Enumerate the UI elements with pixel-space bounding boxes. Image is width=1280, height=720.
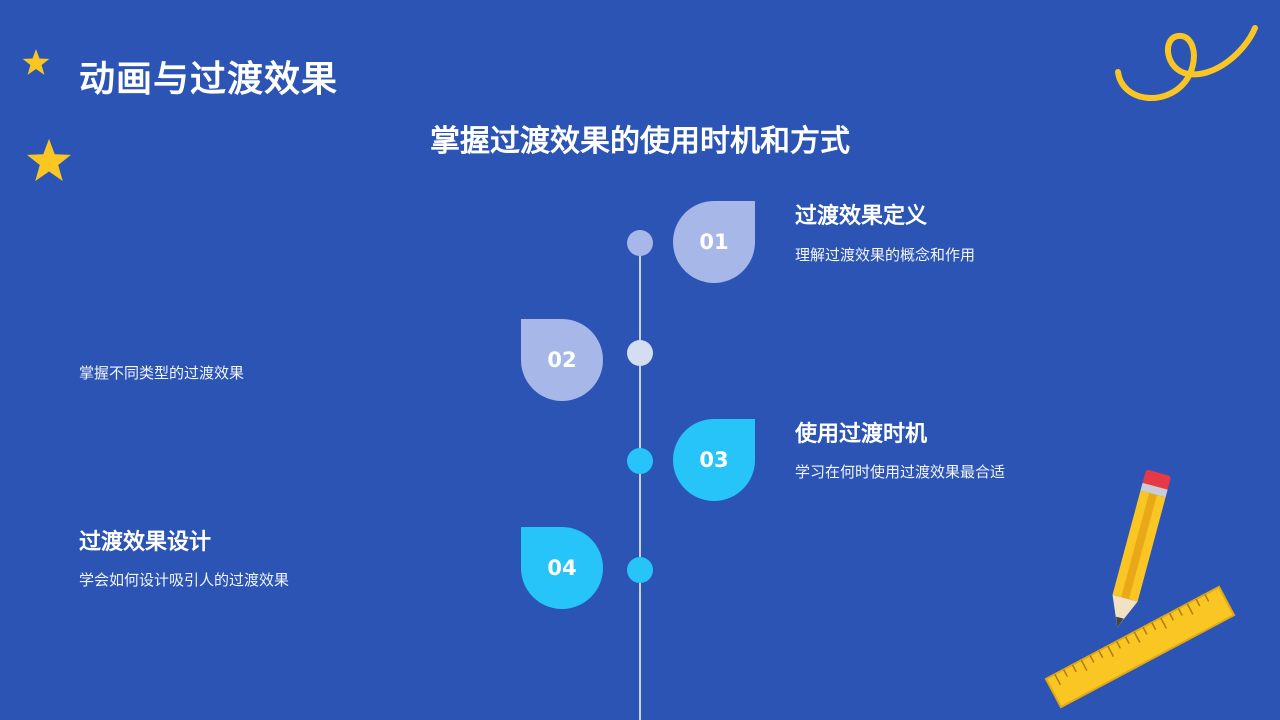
squiggle-icon <box>1115 25 1258 101</box>
timeline-badge: 01 <box>673 201 755 283</box>
timeline-item-description: 掌握不同类型的过渡效果 <box>79 364 245 382</box>
timeline-dot <box>627 448 653 474</box>
badge-number: 01 <box>699 230 729 254</box>
timeline-dot <box>627 230 653 256</box>
timeline-line <box>639 243 641 720</box>
timeline-badge: 02 <box>521 319 603 401</box>
timeline-item-description: 学会如何设计吸引人的过渡效果 <box>79 571 290 589</box>
timeline-dot <box>627 557 653 583</box>
star-icon <box>22 49 50 75</box>
pencil-icon <box>1112 470 1171 628</box>
star-icon <box>26 138 72 182</box>
timeline-item-title: 过渡效果设计 <box>79 530 212 555</box>
timeline-badge: 04 <box>521 527 603 609</box>
timeline-item-title: 使用过渡时机 <box>795 422 928 447</box>
badge-number: 03 <box>699 448 729 472</box>
timeline-item-description: 学习在何时使用过渡效果最合适 <box>795 463 1006 481</box>
timeline-item-description: 理解过渡效果的概念和作用 <box>795 246 976 264</box>
badge-number: 04 <box>547 556 577 580</box>
page-title: 动画与过渡效果 <box>79 59 339 100</box>
ruler-icon <box>1044 585 1236 709</box>
page-subtitle: 掌握过渡效果的使用时机和方式 <box>430 124 850 159</box>
timeline-dot <box>627 340 653 366</box>
timeline-item-title: 过渡效果定义 <box>795 204 928 229</box>
timeline-badge: 03 <box>673 419 755 501</box>
badge-number: 02 <box>547 348 577 372</box>
